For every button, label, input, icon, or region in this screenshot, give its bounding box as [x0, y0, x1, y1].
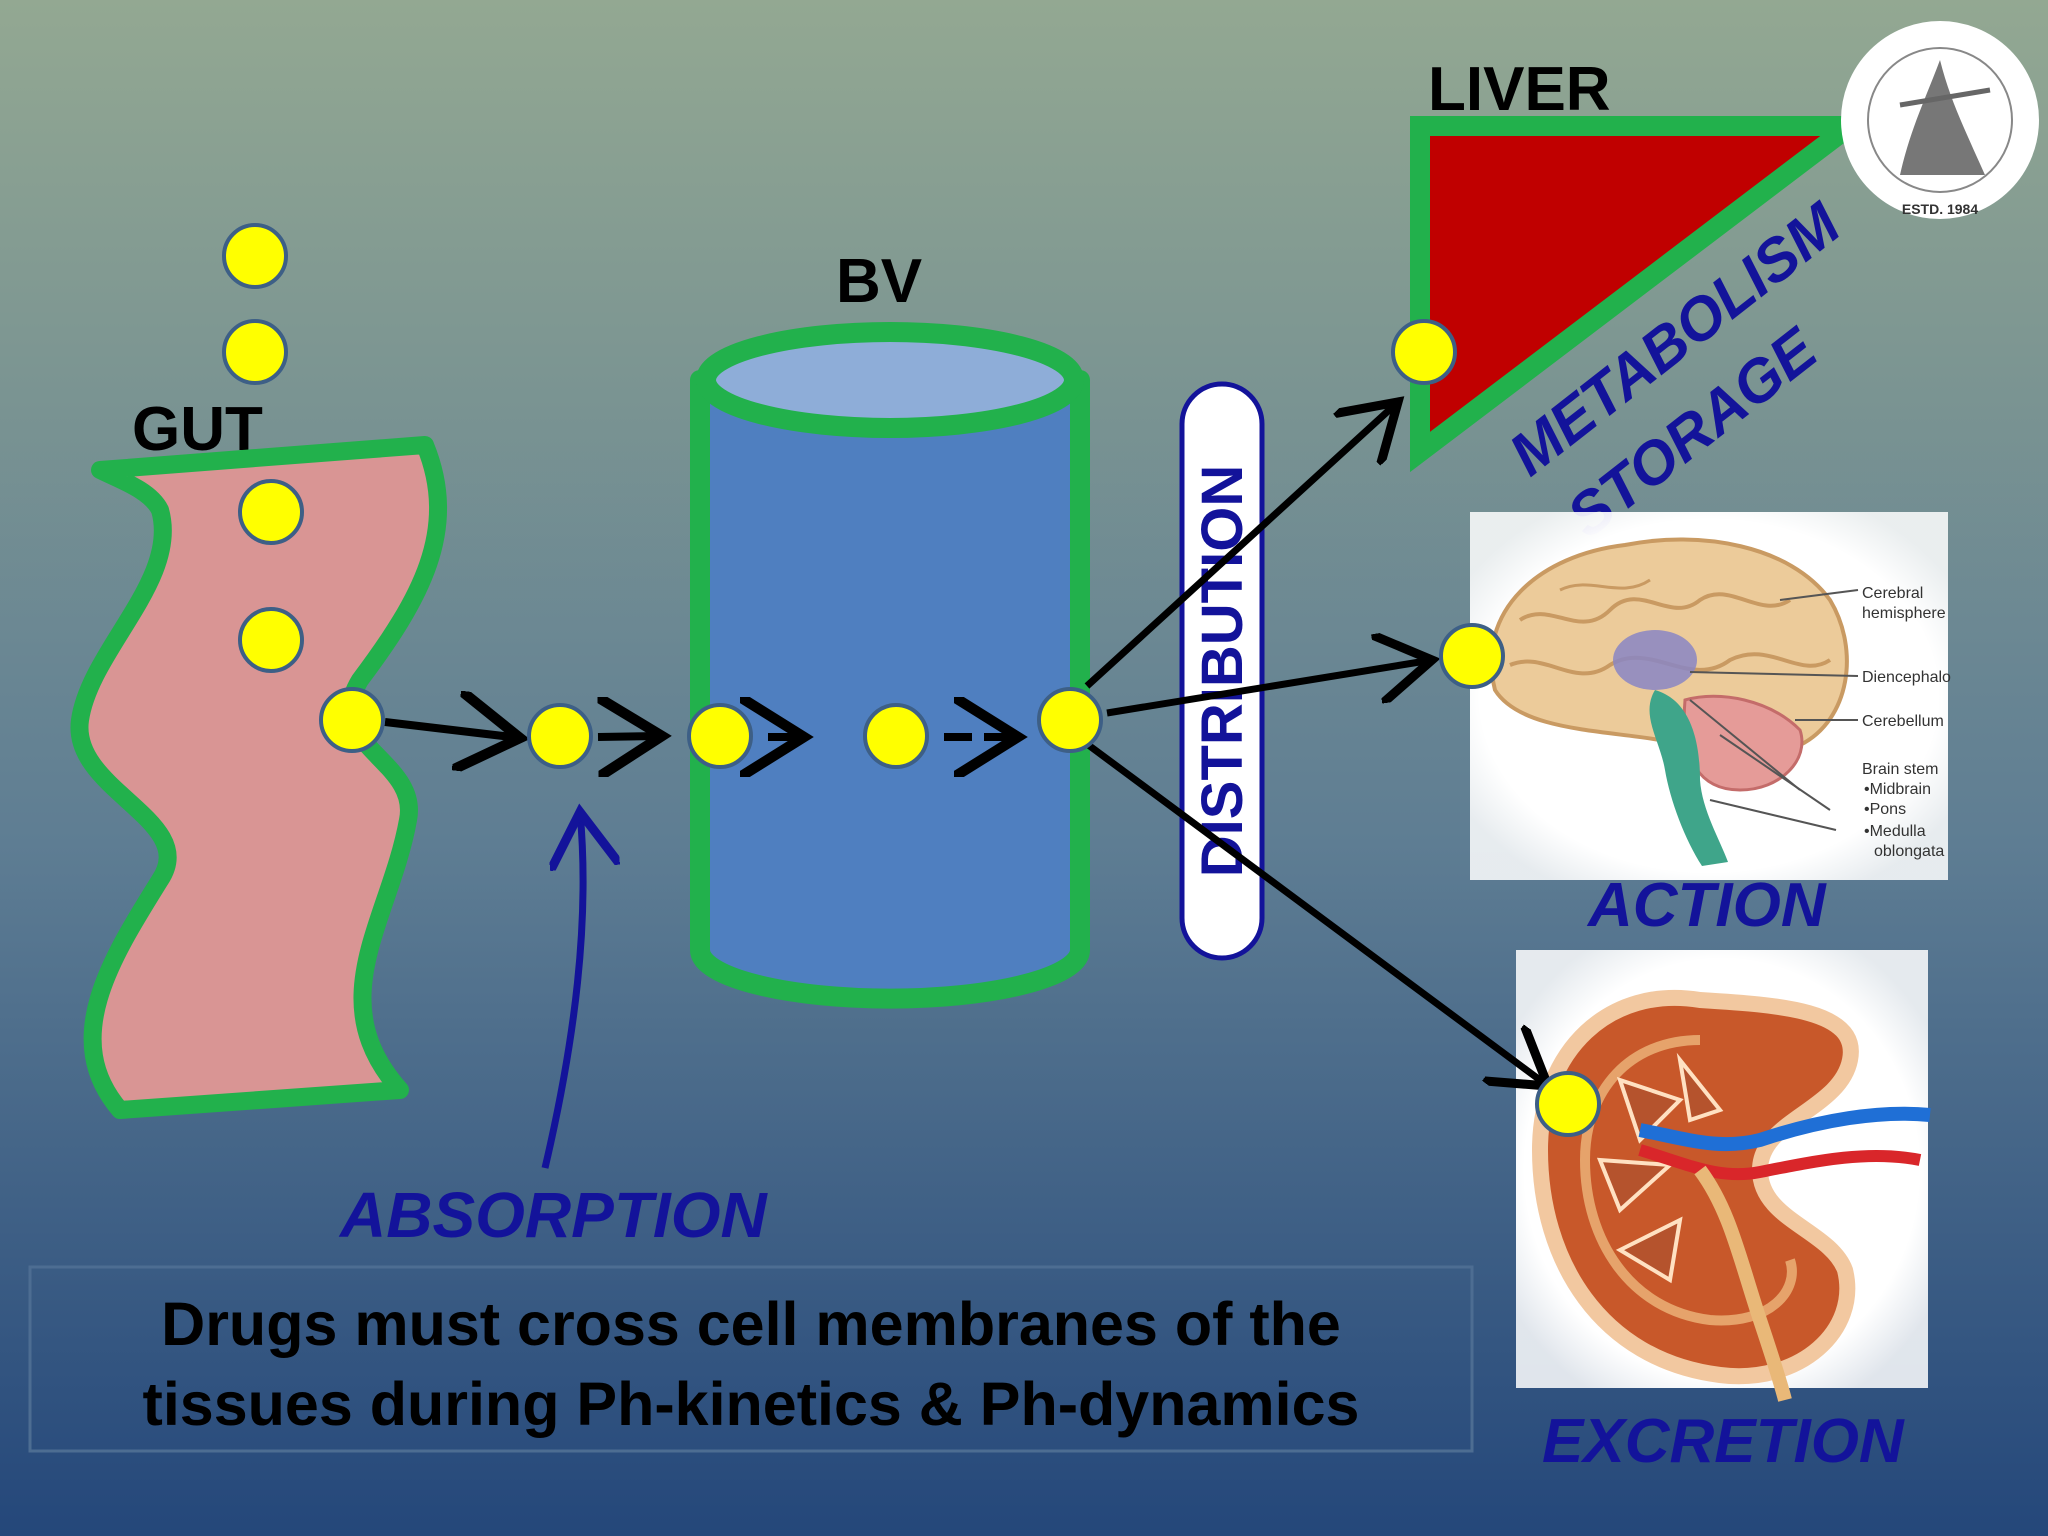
caption-box — [28, 1265, 1474, 1453]
caption-line-2: tissues during Ph-kinetics & Ph-dynamics — [143, 1370, 1360, 1438]
drug-dot — [222, 319, 288, 385]
drug-dot — [238, 607, 304, 673]
gut-shape — [70, 436, 447, 1119]
liver-shape — [1410, 116, 1880, 473]
college-logo: ESTD. 1984 — [1841, 21, 2039, 219]
brain-label-brainstem: Brain stem — [1862, 761, 1938, 778]
bv-label: BV — [836, 247, 922, 316]
drug-dot — [319, 687, 385, 753]
action-label: ACTION — [1586, 871, 1827, 940]
monument-icon — [1900, 60, 1985, 175]
brain-label-oblongata: oblongata — [1874, 843, 1944, 860]
drug-dot — [863, 703, 929, 769]
caption-line-1: Drugs must cross cell membranes of the — [161, 1290, 1341, 1358]
brain-label-cerebral: Cerebral — [1862, 585, 1923, 602]
flow-arrows — [384, 402, 1548, 1169]
drug-dot — [1535, 1071, 1601, 1137]
brain-illustration: Cerebral hemisphere Diencephalo Cerebell… — [1470, 512, 1951, 880]
brain-label-diencephalon: Diencephalo — [1862, 669, 1951, 686]
brain-label-hemisphere: hemisphere — [1862, 605, 1946, 622]
liver-label: LIVER — [1428, 55, 1611, 124]
drug-dot — [1439, 623, 1505, 689]
drug-dot — [1391, 319, 1457, 385]
drug-dot — [527, 703, 593, 769]
drug-dot — [222, 223, 288, 289]
distribution-label: DISTRIBUTION — [1190, 465, 1255, 877]
distribution-pill — [1179, 381, 1265, 961]
drug-dot — [238, 479, 304, 545]
brain-label-medulla: •Medulla — [1864, 823, 1926, 840]
kidney-illustration — [1516, 950, 1931, 1402]
blood-vessel — [690, 322, 1090, 1009]
drug-molecules — [222, 223, 1601, 1137]
absorption-label: ABSORPTION — [338, 1179, 768, 1251]
brain-label-pons: •Pons — [1864, 801, 1906, 818]
excretion-label: EXCRETION — [1542, 1407, 1905, 1476]
drug-dot — [687, 703, 753, 769]
drug-dot — [1037, 687, 1103, 753]
brain-label-midbrain: •Midbrain — [1864, 781, 1931, 798]
brain-label-cerebellum: Cerebellum — [1862, 713, 1944, 730]
logo-estd: ESTD. 1984 — [1902, 201, 1978, 217]
